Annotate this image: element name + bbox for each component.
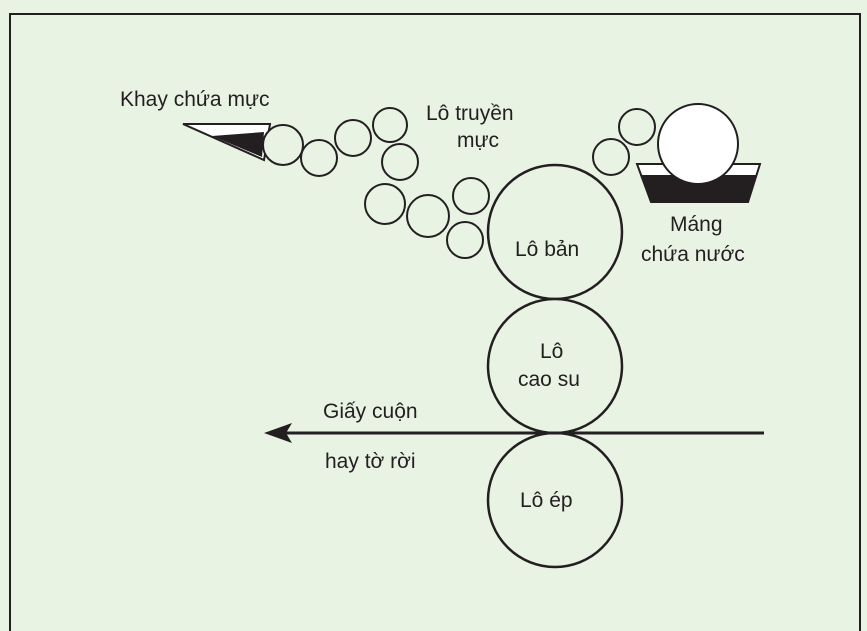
ink-tray-ink xyxy=(212,132,264,157)
water-trough-label-line1: Máng xyxy=(670,213,723,236)
ink-roller xyxy=(446,221,484,259)
blanket-roller xyxy=(486,297,624,435)
ink-roller xyxy=(262,124,304,166)
blanket-roller-label-line2: cao su xyxy=(518,368,580,391)
ink-tray xyxy=(182,123,272,162)
ink-rollers-label-line1: Lô truyền xyxy=(426,102,514,125)
dampening-rollers xyxy=(592,108,656,176)
impression-roller-label: Lô ép xyxy=(520,489,573,512)
ink-roller xyxy=(452,177,490,215)
diagram-frame xyxy=(9,13,861,631)
ink-roller xyxy=(300,139,338,177)
ink-roller xyxy=(364,183,406,225)
plate-roller xyxy=(486,163,624,301)
paper-direction-arrow xyxy=(264,423,292,443)
ink-roller xyxy=(381,143,419,181)
ink-roller xyxy=(406,194,450,238)
water-trough-label-line2: chứa nước xyxy=(641,243,745,266)
blanket-roller-label-line1: Lô xyxy=(540,340,563,363)
ink-roller xyxy=(372,107,408,143)
ink-rollers-label-line2: mực xyxy=(457,129,499,152)
paper-label-line2: hay tờ rời xyxy=(325,450,416,473)
paper-label-line1: Giấy cuộn xyxy=(323,400,418,423)
ink-transfer-rollers xyxy=(262,107,490,259)
ink-tray-label: Khay chứa mực xyxy=(120,88,270,111)
dampening-roller xyxy=(618,108,656,146)
plate-roller-label: Lô bản xyxy=(515,238,579,261)
dampening-roller xyxy=(592,138,630,176)
ink-roller xyxy=(334,119,372,157)
water-trough xyxy=(635,103,762,203)
water-trough-water xyxy=(640,175,757,202)
water-fountain-roller xyxy=(657,103,739,185)
